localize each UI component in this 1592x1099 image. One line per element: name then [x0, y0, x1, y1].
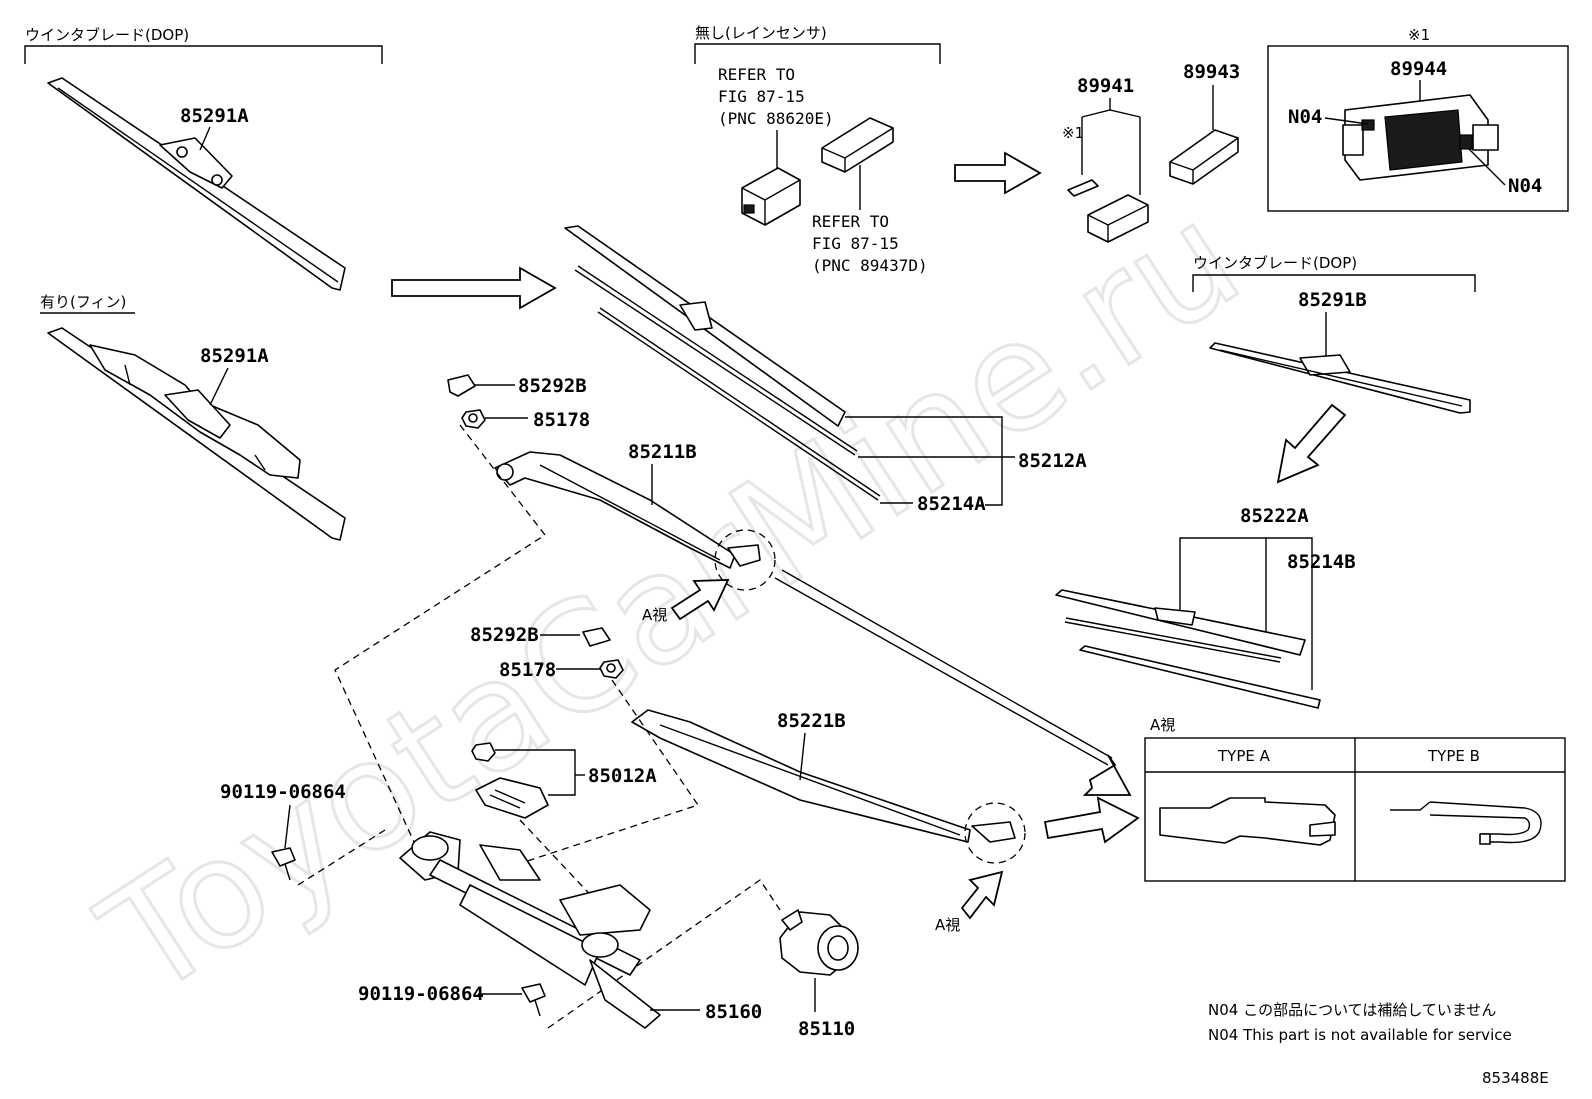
part-85212A: 85212A: [1018, 450, 1087, 472]
part-85211B: 85211B: [628, 441, 697, 463]
ref2-line1: REFER TO: [812, 212, 889, 231]
bolt-90119-2[interactable]: [521, 983, 546, 1017]
group-winter-blade-dop-left: ウインタブレード(DOP) 85291A: [24, 26, 383, 291]
type-a-header: TYPE A: [1217, 747, 1271, 765]
part-89944: 89944: [1390, 58, 1447, 80]
nut-85178-1[interactable]: [461, 409, 486, 429]
wiper-blade-85291B[interactable]: [1209, 342, 1471, 414]
wiper-blade-85222A[interactable]: [1055, 589, 1321, 709]
arrow-to-table-1: [1082, 754, 1132, 796]
label-n04-1: N04: [1288, 106, 1322, 128]
arrow-down-left: [1276, 403, 1347, 484]
label-winter-blade-dop-right: ウインタブレード(DOP): [1193, 254, 1357, 272]
figure-id: 853488E: [1482, 1069, 1549, 1087]
label-no-rain-sensor: 無し(レインセンサ): [695, 24, 827, 42]
detail-circle-a-2: [964, 802, 1026, 864]
sensor-88620E[interactable]: [741, 167, 801, 226]
part-85160: 85160: [705, 1001, 762, 1023]
ref1-line1: REFER TO: [718, 65, 795, 84]
part-85214A: 85214A: [917, 493, 986, 515]
label-view-a-1: A視: [642, 606, 667, 624]
note-mark-1: ※1: [1062, 124, 1084, 142]
bolt-90119-1[interactable]: [271, 847, 296, 881]
note-mark-2: ※1: [1408, 26, 1430, 44]
label-view-a-2: A視: [935, 916, 960, 934]
part-85291A-2: 85291A: [200, 345, 269, 367]
detail-circle-a-1: [714, 529, 776, 591]
nut-85012A[interactable]: [471, 742, 496, 762]
box-89944: ※1 89944 N04 N04: [1267, 26, 1569, 212]
part-85222A: 85222A: [1240, 505, 1309, 527]
wiper-blade-85291A-2[interactable]: [47, 327, 346, 541]
sensor-89941[interactable]: [1087, 194, 1149, 243]
part-85012A: 85012A: [588, 765, 657, 787]
sensor-89437D[interactable]: [821, 117, 894, 173]
arrow-to-sensor: [954, 151, 1042, 195]
group-no-rain-sensor: 無し(レインセンサ) REFER TO FIG 87-15 (PNC 88620…: [694, 24, 941, 275]
arrow-to-blade: [391, 266, 557, 310]
wiper-linkage-85160[interactable]: [399, 831, 661, 1029]
type-a-drawing: [1159, 797, 1336, 846]
sensor-89943[interactable]: [1169, 129, 1239, 185]
part-85178-1: 85178: [533, 409, 590, 431]
type-b-header: TYPE B: [1427, 747, 1480, 765]
note-jp: N04 この部品については補給していません: [1208, 1001, 1496, 1019]
sensor-bracket-89944[interactable]: [1342, 94, 1499, 181]
wiper-motor-85110[interactable]: [779, 909, 859, 976]
nut-85178-2[interactable]: [599, 659, 624, 679]
part-85214B: 85214B: [1287, 551, 1356, 573]
cap-85292B-1[interactable]: [447, 374, 476, 397]
arrow-view-a-1: [670, 579, 730, 621]
part-85291A-1: 85291A: [180, 105, 249, 127]
type-table: A視 TYPE A TYPE B: [1144, 716, 1566, 882]
part-90119-1: 90119-06864: [220, 781, 346, 803]
ref1-line3: (PNC 88620E): [718, 109, 834, 128]
arrow-view-a-2: [960, 870, 1004, 920]
wiper-blade-center[interactable]: [564, 225, 881, 501]
group-winter-blade-dop-right: ウインタブレード(DOP) 85291B: [1192, 254, 1476, 414]
label-view-a-panel: A視: [1150, 716, 1175, 734]
part-85178-2: 85178: [499, 659, 556, 681]
label-with-fin: 有り(フィン): [40, 293, 126, 311]
bracket-85012A[interactable]: [475, 777, 549, 819]
sensor-pad[interactable]: [1067, 179, 1099, 197]
group-with-fin: 有り(フィン) 85291A: [40, 293, 346, 541]
wiper-arm-85211B[interactable]: [494, 451, 736, 569]
ref2-line3: (PNC 89437D): [812, 256, 928, 275]
part-89943: 89943: [1183, 61, 1240, 83]
part-85292B-1: 85292B: [518, 375, 587, 397]
part-85110: 85110: [798, 1018, 855, 1040]
arrow-to-table-2: [1043, 796, 1140, 844]
note-en: N04 This part is not available for servi…: [1208, 1026, 1512, 1044]
part-85291B: 85291B: [1298, 289, 1367, 311]
part-85292B-2: 85292B: [470, 624, 539, 646]
label-n04-2: N04: [1508, 175, 1542, 197]
label-winter-blade-dop-left: ウインタブレード(DOP): [25, 26, 189, 44]
part-89941: 89941: [1077, 75, 1134, 97]
cap-85292B-2[interactable]: [582, 627, 611, 647]
ref2-line2: FIG 87-15: [812, 234, 899, 253]
group-sensor-set: 89941 ※1 89943: [1062, 61, 1240, 243]
part-90119-2: 90119-06864: [358, 983, 484, 1005]
type-b-drawing: [1390, 801, 1542, 845]
wiper-blade-85291A-1[interactable]: [47, 77, 346, 291]
ref1-line2: FIG 87-15: [718, 87, 805, 106]
part-85221B: 85221B: [777, 710, 846, 732]
